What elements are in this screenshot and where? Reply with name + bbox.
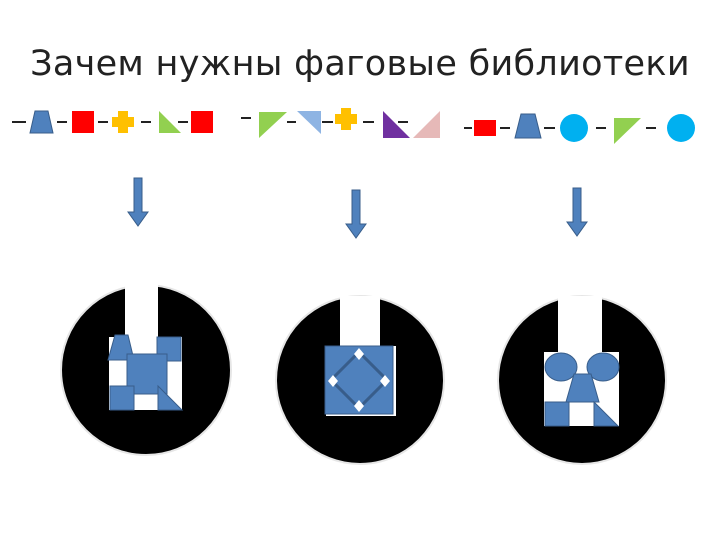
blue-triangle-icon [593,400,620,427]
binding-pocket [125,283,158,345]
purple-triangle-icon [383,111,410,138]
light-blue-triangle-icon [297,111,321,134]
blue-square-icon [126,353,168,395]
library-2-chain [241,108,440,138]
slide-title: Зачем нужны фаговые библиотеки [30,44,690,84]
library-1-chain [12,110,213,134]
blue-circle-icon [586,352,620,382]
pink-triangle-icon [413,111,440,138]
blue-trapezoid-icon [29,110,54,134]
blue-trapezoid-icon [514,113,542,139]
binding-pocket [340,296,380,354]
blue-square-icon [544,401,570,427]
binding-site-3 [497,295,667,465]
white-diamond-icon [354,400,364,412]
binding-site-2 [275,295,445,465]
white-diamond-icon [354,348,364,360]
white-diamond-icon [380,375,390,387]
red-rectangle-icon [474,120,496,136]
blue-trapezoid-icon [565,373,600,403]
cyan-circle-icon [560,114,588,142]
green-triangle-icon [614,118,641,144]
red-square-icon [191,111,213,133]
arrow-down-icon [345,189,367,239]
green-triangle-icon [159,111,181,133]
blue-circle-icon [544,352,578,382]
blue-square-icon [109,385,135,411]
binding-pocket [558,296,602,358]
binding-site-1 [60,283,232,456]
yellow-cross-icon [112,111,134,133]
white-diamond-icon [328,375,338,387]
green-triangle-icon [259,112,287,138]
cyan-circle-icon [667,114,695,142]
arrow-down-icon [566,187,588,237]
blue-triangle-icon [157,384,184,411]
library-3-chain [464,113,695,144]
arrow-down-icon [127,177,149,227]
yellow-cross-icon [335,108,357,130]
red-square-icon [72,111,94,133]
